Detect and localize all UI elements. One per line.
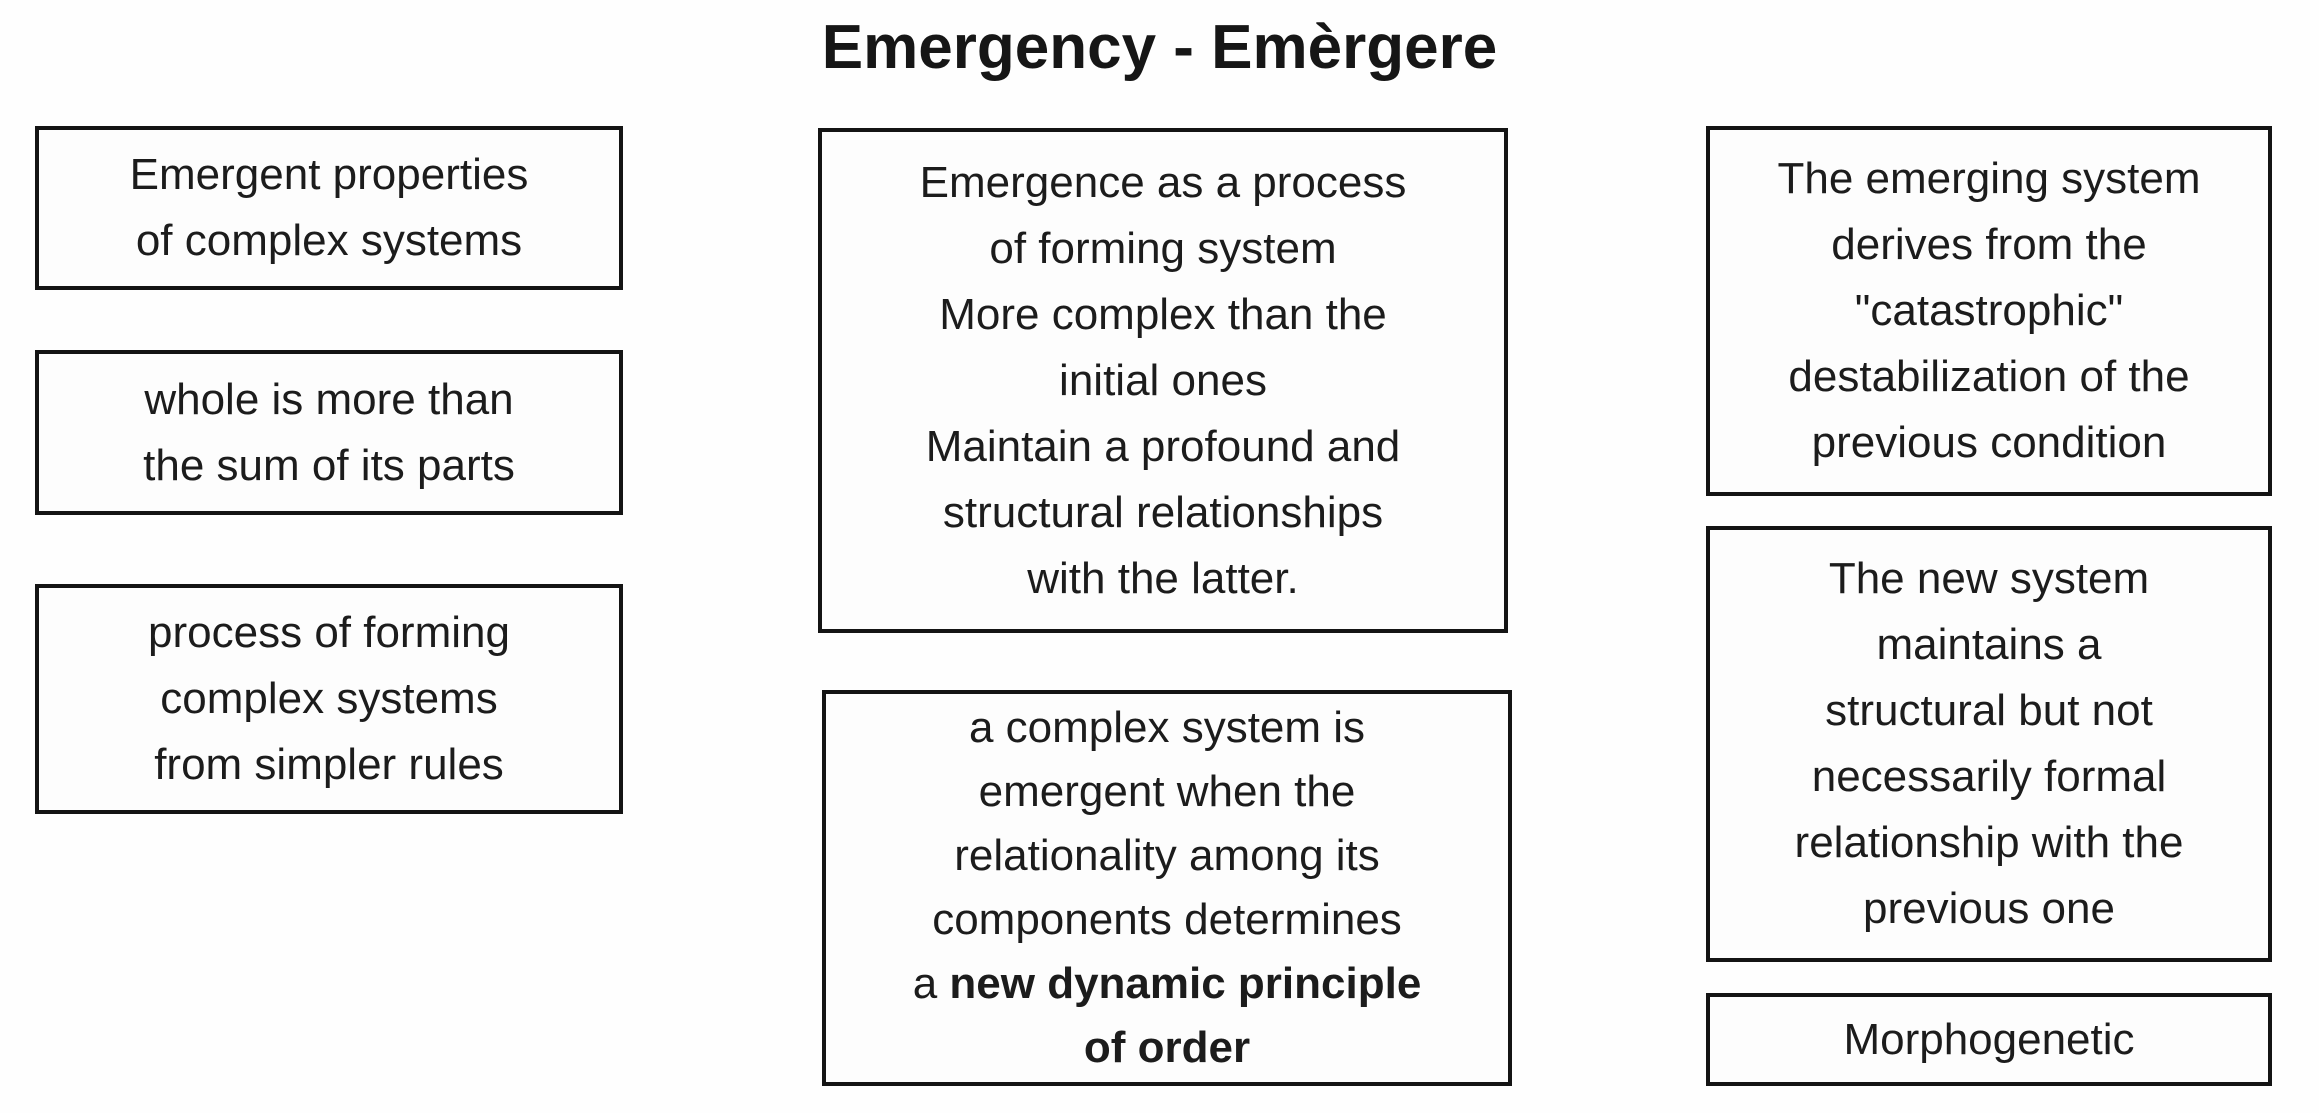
- text-line: Maintain a profound and: [925, 421, 1401, 471]
- box-process-simpler-rules: process of forming complex systems from …: [35, 584, 623, 814]
- text-line: Morphogenetic: [1843, 1014, 2135, 1064]
- text-line: relationship with the: [1794, 818, 2184, 867]
- text-line: Emergent properties: [129, 150, 529, 199]
- text-line: previous one: [1863, 884, 2115, 933]
- text-line: More complex than the: [939, 289, 1387, 339]
- text-line: relationality among its: [954, 831, 1380, 880]
- box-structural-relationship: The new system maintains a structural bu…: [1706, 526, 2272, 962]
- box-emergence-as-process: Emergence as a process of forming system…: [818, 128, 1508, 633]
- text-line: a new dynamic principle: [913, 952, 1422, 1016]
- text-line: a complex system is: [968, 703, 1366, 752]
- text-line: of forming system: [989, 223, 1337, 273]
- box-catastrophic-destabilization: The emerging system derives from the "ca…: [1706, 126, 2272, 496]
- text-segment-bold: new dynamic principle: [949, 959, 1422, 1008]
- text-line: derives from the: [1831, 220, 2147, 269]
- text-line: components determines: [932, 895, 1402, 944]
- text-line: necessarily formal: [1811, 752, 2167, 801]
- text-line: complex systems: [160, 674, 498, 723]
- box-whole-sum-of-parts: whole is more than the sum of its parts: [35, 350, 623, 515]
- text-line: whole is more than: [144, 374, 514, 424]
- text-line: previous condition: [1811, 418, 2167, 467]
- text-line: The new system: [1828, 554, 2150, 603]
- box-morphogenetic: Morphogenetic: [1706, 993, 2272, 1086]
- text-line: The emerging system: [1777, 154, 2201, 203]
- text-line: of complex systems: [135, 216, 523, 265]
- text-line: Emergence as a process: [919, 157, 1407, 207]
- text-line: "catastrophic": [1854, 286, 2124, 335]
- text-line: the sum of its parts: [143, 440, 515, 490]
- text-line: destabilization of the: [1788, 352, 2190, 401]
- text-line: from simpler rules: [154, 740, 504, 789]
- text-line: structural but not: [1825, 686, 2153, 735]
- text-line-bold: of order: [1083, 1023, 1251, 1072]
- text-line: with the latter.: [1027, 553, 1299, 603]
- text-line: emergent when the: [978, 767, 1356, 816]
- box-emergent-properties: Emergent properties of complex systems: [35, 126, 623, 290]
- page-title: Emergency - Emèrgere: [821, 13, 1498, 82]
- text-segment: a: [912, 959, 950, 1008]
- text-line: structural relationships: [942, 487, 1384, 537]
- text-line: initial ones: [1059, 355, 1267, 405]
- text-line: maintains a: [1876, 620, 2102, 669]
- text-line: process of forming: [148, 608, 510, 657]
- box-new-dynamic-principle: a complex system is emergent when the re…: [822, 690, 1512, 1086]
